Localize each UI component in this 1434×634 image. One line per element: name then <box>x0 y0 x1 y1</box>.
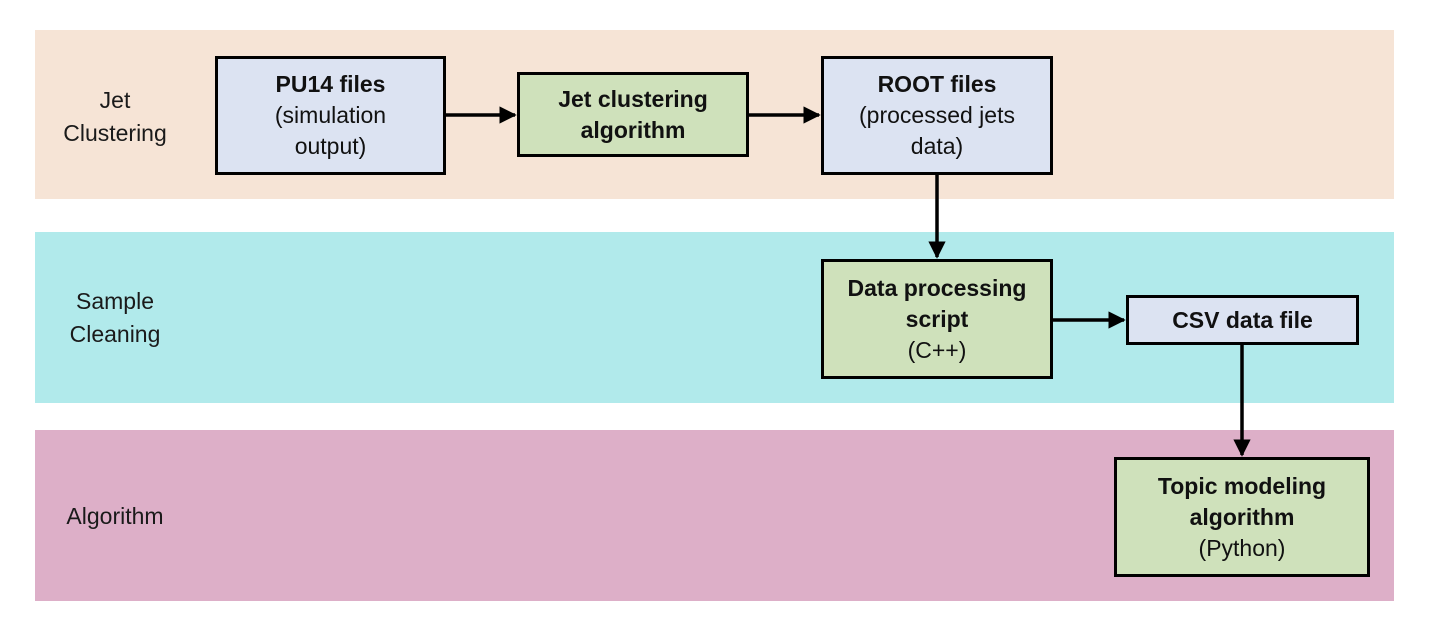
band-label-sample-cleaning: Sample Cleaning <box>35 285 195 351</box>
node-title: PU14 files <box>275 71 386 97</box>
band-label-algorithm: Algorithm <box>35 500 195 533</box>
node-title: Data processing <box>847 274 1027 301</box>
node-text: data) <box>910 133 964 159</box>
node-text: (processed jets <box>859 102 1015 128</box>
node-topic-modeling-algorithm: Topic modeling algorithm (Python) <box>1114 457 1370 577</box>
node-title: script <box>905 305 969 332</box>
node-title: algorithm <box>1189 503 1295 530</box>
band-label-line: Jet <box>99 87 131 113</box>
band-label-line: Cleaning <box>69 321 161 347</box>
node-root-files: ROOT files (processed jets data) <box>821 56 1053 175</box>
band-label-jet-clustering: Jet Clustering <box>35 84 195 150</box>
node-title: CSV data file <box>1172 306 1313 333</box>
band-label-line: Sample <box>76 288 154 314</box>
node-text: (simulation <box>274 102 387 128</box>
node-title: Jet clustering <box>558 85 708 112</box>
node-data-processing-script: Data processing script (C++) <box>821 259 1053 379</box>
band-label-line: Clustering <box>63 120 167 146</box>
node-title: algorithm <box>580 116 686 143</box>
band-label-line: Algorithm <box>66 503 164 529</box>
node-text: output) <box>294 133 367 159</box>
node-text: (C++) <box>907 336 967 363</box>
node-jet-clustering-algorithm: Jet clustering algorithm <box>517 72 749 157</box>
node-text: (Python) <box>1198 534 1286 561</box>
node-title: Topic modeling <box>1157 472 1327 499</box>
node-title: ROOT files <box>877 71 997 97</box>
node-csv-data-file: CSV data file <box>1126 295 1359 345</box>
node-pu14-files: PU14 files (simulation output) <box>215 56 446 175</box>
